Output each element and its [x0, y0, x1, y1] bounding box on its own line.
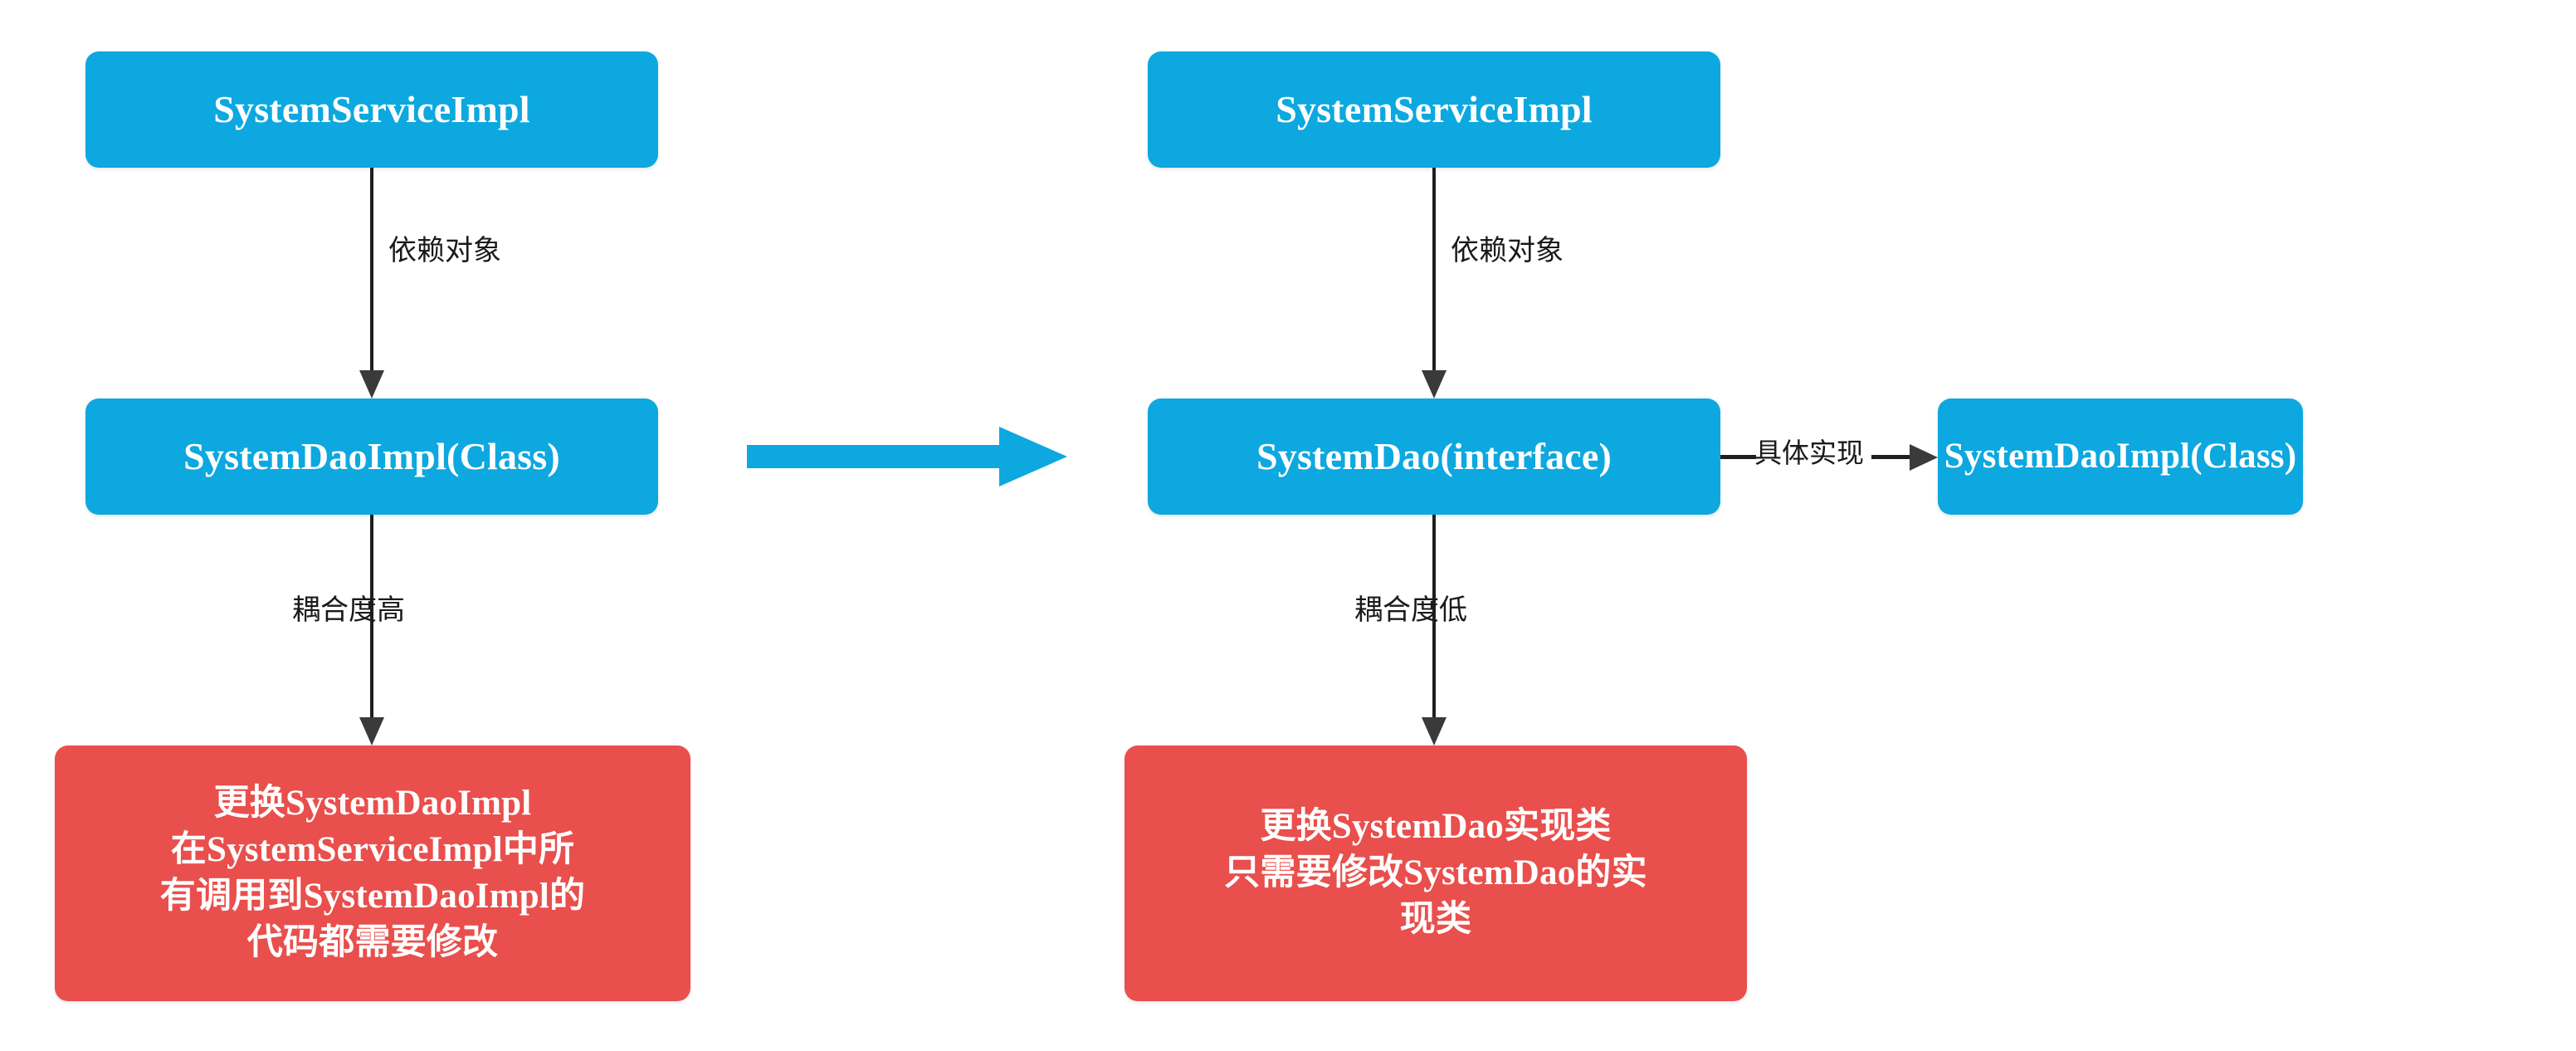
node-right-system-dao-interface-label: SystemDao(interface) — [1256, 435, 1612, 478]
node-right-system-service-impl[interactable]: SystemServiceImpl — [1148, 51, 1720, 168]
node-right-system-dao-impl-label: SystemDaoImpl(Class) — [1944, 436, 2297, 476]
edge-left-service-to-dao-stem — [370, 168, 373, 370]
edge-left-dao-to-consequence — [359, 515, 384, 745]
node-left-system-dao-impl[interactable]: SystemDaoImpl(Class) — [85, 398, 658, 515]
arrow-head-icon — [359, 717, 384, 745]
edge-label-right-dependency: 依赖对象 — [1451, 234, 1564, 267]
edge-interface-to-impl-stem-left — [1720, 455, 1756, 459]
arrow-head-icon — [359, 370, 384, 398]
edge-label-left-coupling-high: 耦合度高 — [292, 594, 405, 627]
edge-left-service-to-dao — [359, 168, 384, 398]
edge-label-concrete-implementation: 具体实现 — [1754, 437, 1864, 469]
node-left-consequence[interactable]: 更换SystemDaoImpl 在SystemServiceImpl中所 有调用… — [55, 745, 690, 1001]
edge-right-dao-to-consequence-stem — [1432, 515, 1436, 717]
edge-right-dao-to-consequence — [1422, 515, 1447, 745]
node-left-system-dao-impl-label: SystemDaoImpl(Class) — [183, 435, 560, 478]
node-left-system-service-impl-label: SystemServiceImpl — [213, 88, 530, 131]
arrow-head-icon — [1422, 370, 1447, 398]
node-right-consequence[interactable]: 更换SystemDao实现类 只需要修改SystemDao的实 现类 — [1125, 745, 1747, 1001]
edge-interface-to-impl-stem-right — [1871, 455, 1910, 459]
edge-left-dao-to-consequence-stem — [370, 515, 373, 717]
edge-label-left-dependency: 依赖对象 — [388, 234, 501, 267]
node-right-consequence-label: 更换SystemDao实现类 只需要修改SystemDao的实 现类 — [1224, 807, 1647, 939]
node-right-system-dao-interface[interactable]: SystemDao(interface) — [1148, 398, 1720, 515]
node-left-consequence-label: 更换SystemDaoImpl 在SystemServiceImpl中所 有调用… — [159, 784, 586, 962]
edge-right-service-to-dao — [1422, 168, 1447, 398]
transition-arrow-head — [999, 427, 1067, 486]
arrow-head-icon — [1422, 717, 1447, 745]
edge-interface-to-impl — [1720, 444, 1938, 471]
edge-right-service-to-dao-stem — [1432, 168, 1436, 370]
transition-arrow-shaft — [747, 445, 999, 468]
node-right-system-service-impl-label: SystemServiceImpl — [1276, 88, 1593, 131]
node-right-system-dao-impl[interactable]: SystemDaoImpl(Class) — [1938, 398, 2303, 515]
arrow-head-icon — [1910, 444, 1938, 471]
transition-arrow-icon — [747, 427, 1067, 486]
edge-label-right-coupling-low: 耦合度低 — [1354, 594, 1467, 627]
node-left-system-service-impl[interactable]: SystemServiceImpl — [85, 51, 658, 168]
